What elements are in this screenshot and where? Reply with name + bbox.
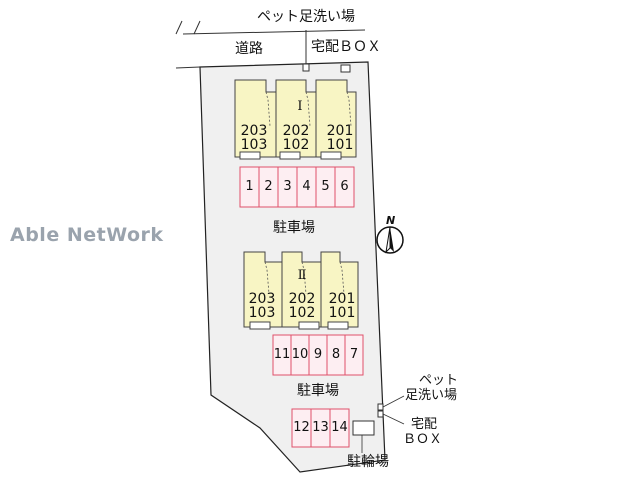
- delivery-box-label-top: 宅配ＢＯＸ: [311, 39, 381, 55]
- parking-space-number: 9: [313, 347, 323, 362]
- unit-lower: 103: [240, 137, 268, 153]
- road-mark: [175, 20, 183, 35]
- parking-space-number: 11: [273, 347, 291, 362]
- building-2-name: Ⅱ: [297, 268, 307, 283]
- leader-line: [382, 395, 405, 408]
- parking-row-3: [291, 408, 350, 448]
- parking-space-number: 1: [245, 179, 254, 194]
- compass-n-label: N: [386, 214, 396, 227]
- unit-upper: 201: [326, 123, 354, 139]
- watermark: Able NetWork: [10, 224, 164, 246]
- parking-space-number: 13: [312, 420, 329, 435]
- unit-lower: 101: [326, 137, 354, 153]
- parking-space-number: 10: [291, 347, 309, 362]
- unit-upper: 202: [282, 123, 310, 139]
- unit-upper: 202: [288, 291, 316, 307]
- parking-space: [334, 166, 355, 208]
- pet-wash-marker-bottom: [377, 403, 384, 411]
- parking-label-2: 駐車場: [297, 383, 339, 399]
- parking-space-number: 3: [283, 179, 292, 194]
- parking-space-number: 8: [331, 347, 341, 362]
- compass-icon: [376, 226, 404, 254]
- parking-space-number: 4: [302, 179, 311, 194]
- building-1-name: Ⅰ: [297, 99, 303, 114]
- unit-lower: 102: [288, 305, 316, 321]
- building-1: [234, 79, 357, 160]
- parking-space-number: 7: [349, 347, 359, 362]
- road-edge: [175, 66, 201, 69]
- pet-wash-label-bottom-line1: ペット: [419, 373, 459, 388]
- pet-wash-label-top: ペット足洗い場: [257, 9, 355, 25]
- parking-row-2: [272, 334, 364, 376]
- parking-space: [344, 334, 364, 376]
- delivery-box-marker-bottom: [377, 410, 384, 418]
- leader-line: [382, 413, 405, 425]
- delivery-box-label-bottom-line2: ＢＯＸ: [403, 432, 443, 447]
- parking-space-number: 12: [293, 420, 310, 435]
- unit-lower: 102: [282, 137, 310, 153]
- unit-lower: 101: [328, 305, 356, 321]
- road-edge: [182, 29, 366, 35]
- unit-lower: 103: [248, 305, 276, 321]
- bicycle-parking-label: 駐輪場: [347, 454, 389, 470]
- parking-label-1: 駐車場: [273, 220, 315, 236]
- parking-space-number: 14: [331, 420, 348, 435]
- parking-space-number: 2: [264, 179, 273, 194]
- unit-upper: 203: [240, 123, 268, 139]
- road-label: 道路: [235, 41, 263, 57]
- building-2: [243, 251, 359, 330]
- parking-space-number: 6: [340, 179, 349, 194]
- unit-upper: 203: [248, 291, 276, 307]
- pet-wash-label-bottom-line2: 足洗い場: [405, 388, 458, 403]
- parking-row-1: [239, 166, 355, 208]
- parking-space-number: 5: [321, 179, 330, 194]
- bicycle-parking-box: [352, 420, 375, 436]
- unit-upper: 201: [328, 291, 356, 307]
- delivery-box-label-bottom-line1: 宅配: [411, 417, 438, 432]
- road-mark: [193, 20, 201, 35]
- pet-wash-marker: [302, 63, 310, 72]
- delivery-box-marker: [340, 64, 351, 73]
- parking-space: [329, 408, 350, 448]
